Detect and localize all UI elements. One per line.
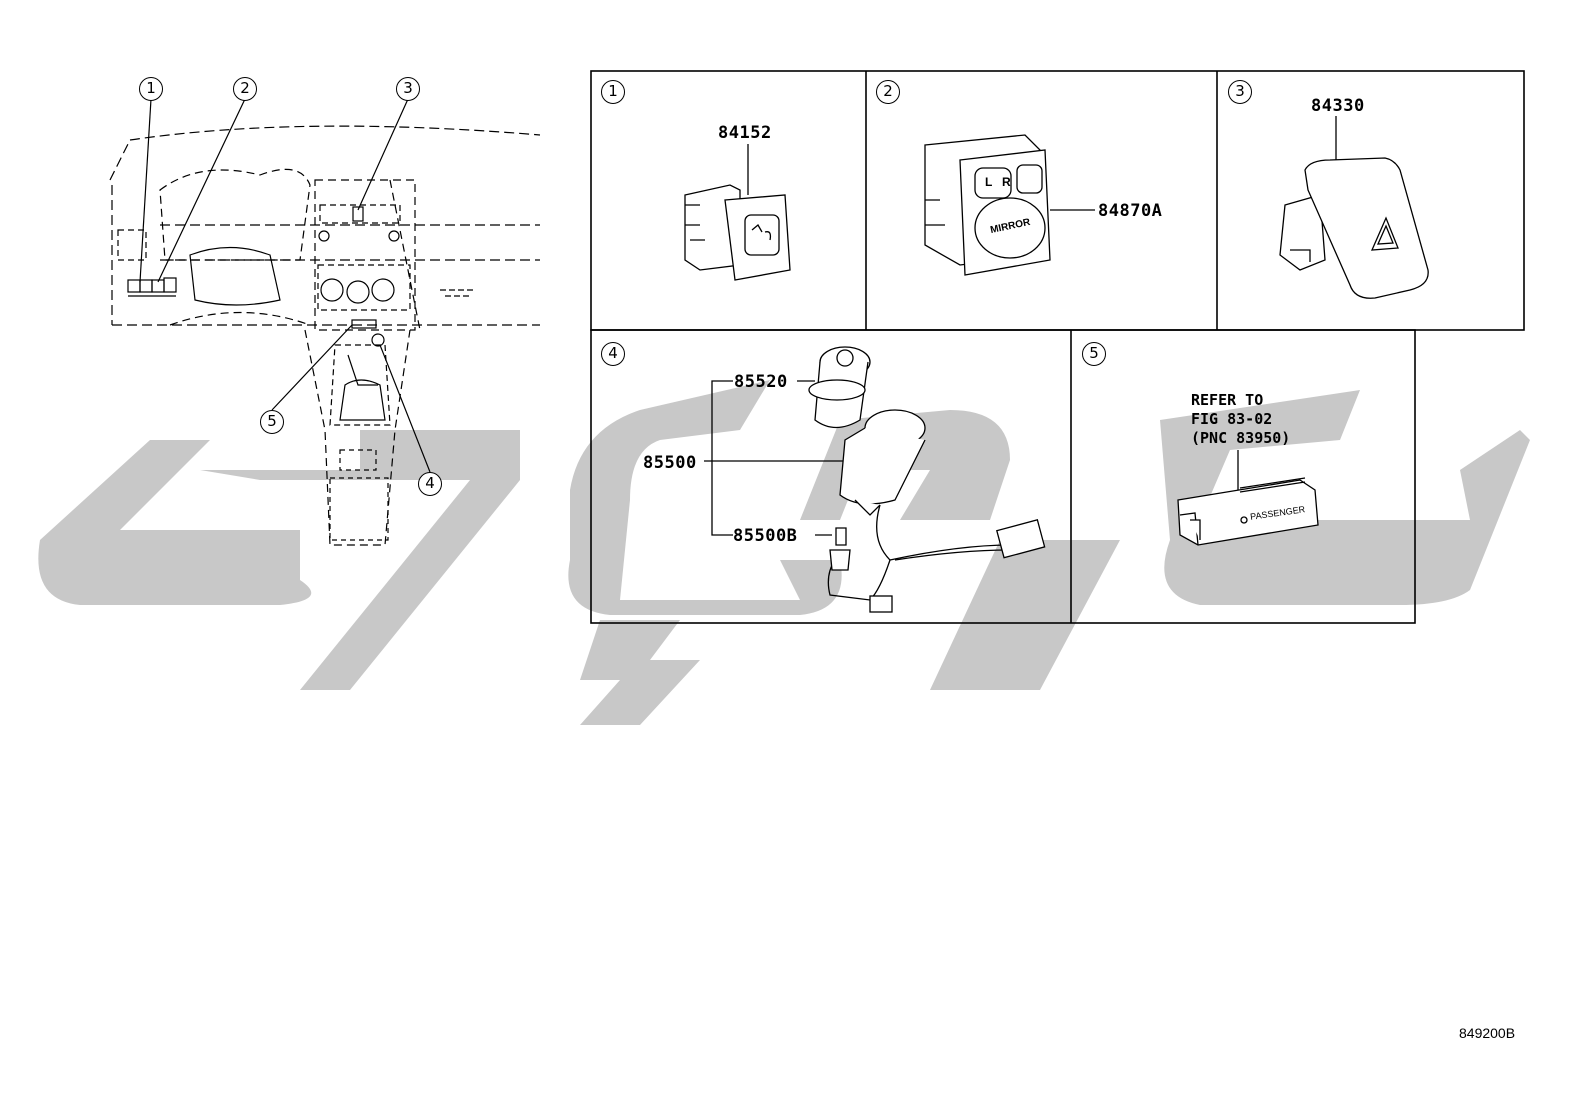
panel-3-index: 3 — [1228, 80, 1252, 104]
watermark-shape-2 — [200, 430, 520, 690]
callout-2: 2 — [233, 77, 257, 101]
refer-note-line-2: FIG 83-02 — [1191, 410, 1273, 428]
callout-1: 1 — [139, 77, 163, 101]
watermark-shape-5 — [930, 540, 1120, 690]
mirror-switch-r-label: R — [1002, 175, 1011, 189]
part-number-84152: 84152 — [718, 123, 772, 143]
panel-1-index: 1 — [601, 80, 625, 104]
part-number-84870A: 84870A — [1098, 201, 1163, 221]
watermark-shape-1 — [38, 440, 312, 605]
watermark-shape-7 — [580, 620, 700, 725]
panel-2-index: 2 — [876, 80, 900, 104]
bottom-row-frame — [590, 329, 1416, 624]
part-number-85500B: 85500B — [733, 526, 798, 546]
panel-5-index: 5 — [1082, 342, 1106, 366]
part-number-85520: 85520 — [734, 372, 788, 392]
part-number-85500: 85500 — [643, 453, 697, 473]
refer-note-line-3: (PNC 83950) — [1191, 429, 1291, 447]
callout-4: 4 — [418, 472, 442, 496]
watermark-shape-3 — [568, 380, 842, 615]
watermark-shape-6 — [1160, 390, 1530, 605]
part-number-84330: 84330 — [1311, 96, 1365, 116]
refer-note-line-1: REFER TO — [1191, 391, 1264, 409]
figure-code: 849200B — [1459, 1025, 1516, 1041]
callout-5: 5 — [260, 410, 284, 434]
mirror-switch-l-label: L — [985, 175, 993, 189]
callout-3: 3 — [396, 77, 420, 101]
panel-4-index: 4 — [601, 342, 625, 366]
